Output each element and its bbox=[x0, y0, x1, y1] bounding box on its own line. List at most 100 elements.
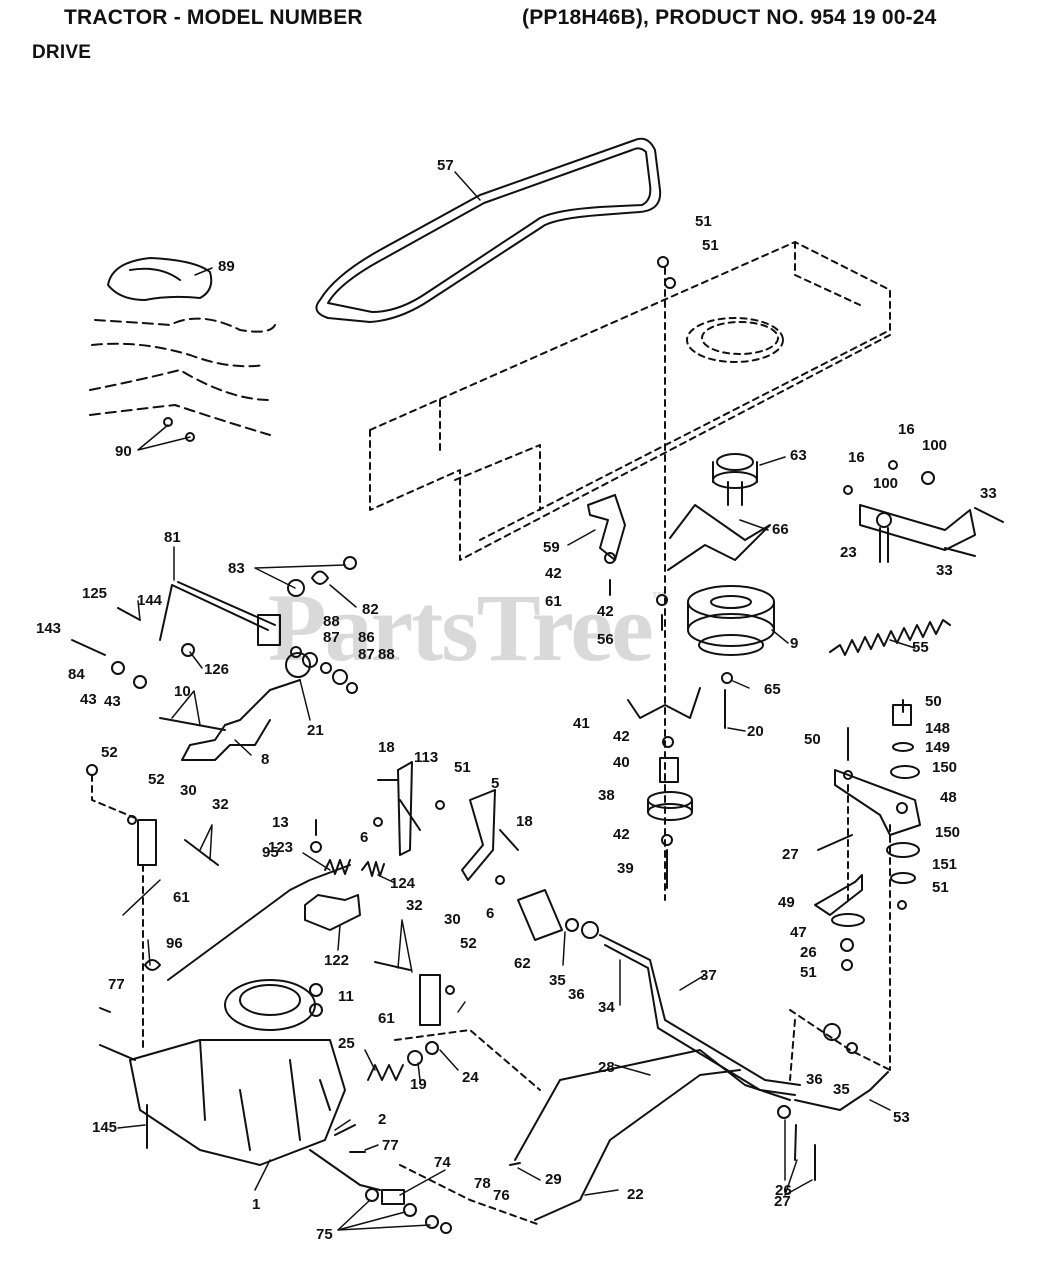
callout-88: 88 bbox=[323, 613, 340, 630]
washer-43a bbox=[111, 661, 125, 675]
diagram-title-left: TRACTOR - MODEL NUMBER bbox=[64, 6, 363, 29]
callout-77: 77 bbox=[108, 976, 125, 993]
callout-35: 35 bbox=[549, 972, 566, 989]
pulley-38 bbox=[647, 791, 693, 821]
callout-149: 149 bbox=[925, 739, 951, 756]
callout-86: 86 bbox=[358, 629, 375, 646]
washer-36a bbox=[581, 921, 599, 939]
bolt-125 bbox=[117, 607, 141, 621]
body-outline-dashed bbox=[89, 317, 276, 436]
callout-33: 33 bbox=[936, 562, 953, 579]
callout-78: 78 bbox=[474, 1175, 491, 1192]
washer-19 bbox=[407, 1050, 423, 1066]
callout-39: 39 bbox=[617, 860, 634, 877]
spacer-74 bbox=[381, 1189, 405, 1205]
nut-51a bbox=[657, 256, 669, 268]
callout-48: 48 bbox=[940, 789, 957, 806]
callout-95: 95 bbox=[262, 844, 279, 861]
bracket-49 bbox=[814, 874, 863, 916]
pin-29 bbox=[509, 1162, 521, 1166]
washer-65 bbox=[721, 672, 733, 684]
washer-36b bbox=[823, 1023, 841, 1041]
callout-100: 100 bbox=[922, 437, 948, 454]
callout-27: 27 bbox=[774, 1193, 791, 1210]
bracket-113 bbox=[397, 761, 421, 856]
bolt-32b bbox=[374, 961, 411, 971]
callout-24: 24 bbox=[462, 1069, 479, 1086]
washer-42b bbox=[656, 594, 668, 606]
bolt-18b bbox=[499, 829, 519, 851]
callout-59: 59 bbox=[543, 539, 560, 556]
callout-35: 35 bbox=[833, 1081, 850, 1098]
callout-61: 61 bbox=[378, 1010, 395, 1027]
callout-16: 16 bbox=[848, 449, 865, 466]
washer-86 bbox=[320, 662, 332, 674]
callout-36: 36 bbox=[806, 1071, 823, 1088]
callout-89: 89 bbox=[218, 258, 235, 275]
callout-42: 42 bbox=[613, 826, 630, 843]
bracket-5 bbox=[461, 789, 496, 881]
nut-51c bbox=[435, 800, 445, 810]
callout-55: 55 bbox=[912, 639, 929, 656]
screw-90b bbox=[185, 432, 195, 442]
callout-27: 27 bbox=[782, 846, 799, 863]
callout-65: 65 bbox=[764, 681, 781, 698]
callout-76: 76 bbox=[493, 1187, 510, 1204]
callout-77: 77 bbox=[382, 1137, 399, 1154]
callout-43: 43 bbox=[80, 691, 97, 708]
washer-76 bbox=[440, 1222, 452, 1234]
callout-144: 144 bbox=[137, 592, 163, 609]
nut-51b bbox=[664, 277, 676, 289]
callout-148: 148 bbox=[925, 720, 951, 737]
callout-26: 26 bbox=[800, 944, 817, 961]
callout-126: 126 bbox=[204, 661, 230, 678]
shift-lever-8 bbox=[181, 679, 301, 761]
callout-75: 75 bbox=[316, 1226, 333, 1243]
pin-96 bbox=[144, 959, 161, 971]
diagram-title-right: (PP18H46B), PRODUCT NO. 954 19 00-24 bbox=[522, 6, 937, 29]
washer-87b bbox=[332, 669, 348, 685]
callout-18: 18 bbox=[516, 813, 533, 830]
nut-51e bbox=[841, 959, 853, 971]
callout-23: 23 bbox=[840, 544, 857, 561]
clip-82 bbox=[311, 570, 329, 585]
callout-50: 50 bbox=[804, 731, 821, 748]
callout-16: 16 bbox=[898, 421, 915, 438]
washer-75b bbox=[403, 1203, 417, 1217]
callout-42: 42 bbox=[545, 565, 562, 582]
rod-53 bbox=[794, 1071, 889, 1111]
nut-16a bbox=[888, 460, 898, 470]
spacer-40 bbox=[659, 757, 679, 783]
callout-61: 61 bbox=[173, 889, 190, 906]
callout-30: 30 bbox=[444, 911, 461, 928]
pulley-47 bbox=[831, 913, 865, 927]
callout-52: 52 bbox=[460, 935, 477, 952]
callout-41: 41 bbox=[573, 715, 590, 732]
callout-13: 13 bbox=[272, 814, 289, 831]
callout-leaders bbox=[117, 171, 916, 1231]
washer-151 bbox=[890, 872, 916, 884]
bolt-33b bbox=[944, 547, 976, 557]
callout-88: 88 bbox=[378, 646, 395, 663]
callout-9: 9 bbox=[790, 635, 799, 652]
screw-90a bbox=[163, 417, 173, 427]
callout-51: 51 bbox=[932, 879, 949, 896]
callout-52: 52 bbox=[101, 744, 118, 761]
washer-42d bbox=[661, 834, 673, 846]
bracket-59 bbox=[587, 494, 626, 561]
callout-42: 42 bbox=[597, 603, 614, 620]
callout-33: 33 bbox=[980, 485, 997, 502]
bracket-lever bbox=[257, 614, 281, 646]
washer-126 bbox=[181, 643, 195, 657]
callout-51: 51 bbox=[800, 964, 817, 981]
callout-82: 82 bbox=[362, 601, 379, 618]
tractor-frame bbox=[369, 241, 891, 561]
bolt-32a bbox=[184, 839, 219, 866]
callout-81: 81 bbox=[164, 529, 181, 546]
callout-61: 61 bbox=[545, 593, 562, 610]
callout-5: 5 bbox=[491, 775, 500, 792]
bolt-27a bbox=[817, 834, 853, 851]
belt-guide-41 bbox=[627, 687, 701, 719]
callout-124: 124 bbox=[390, 875, 416, 892]
